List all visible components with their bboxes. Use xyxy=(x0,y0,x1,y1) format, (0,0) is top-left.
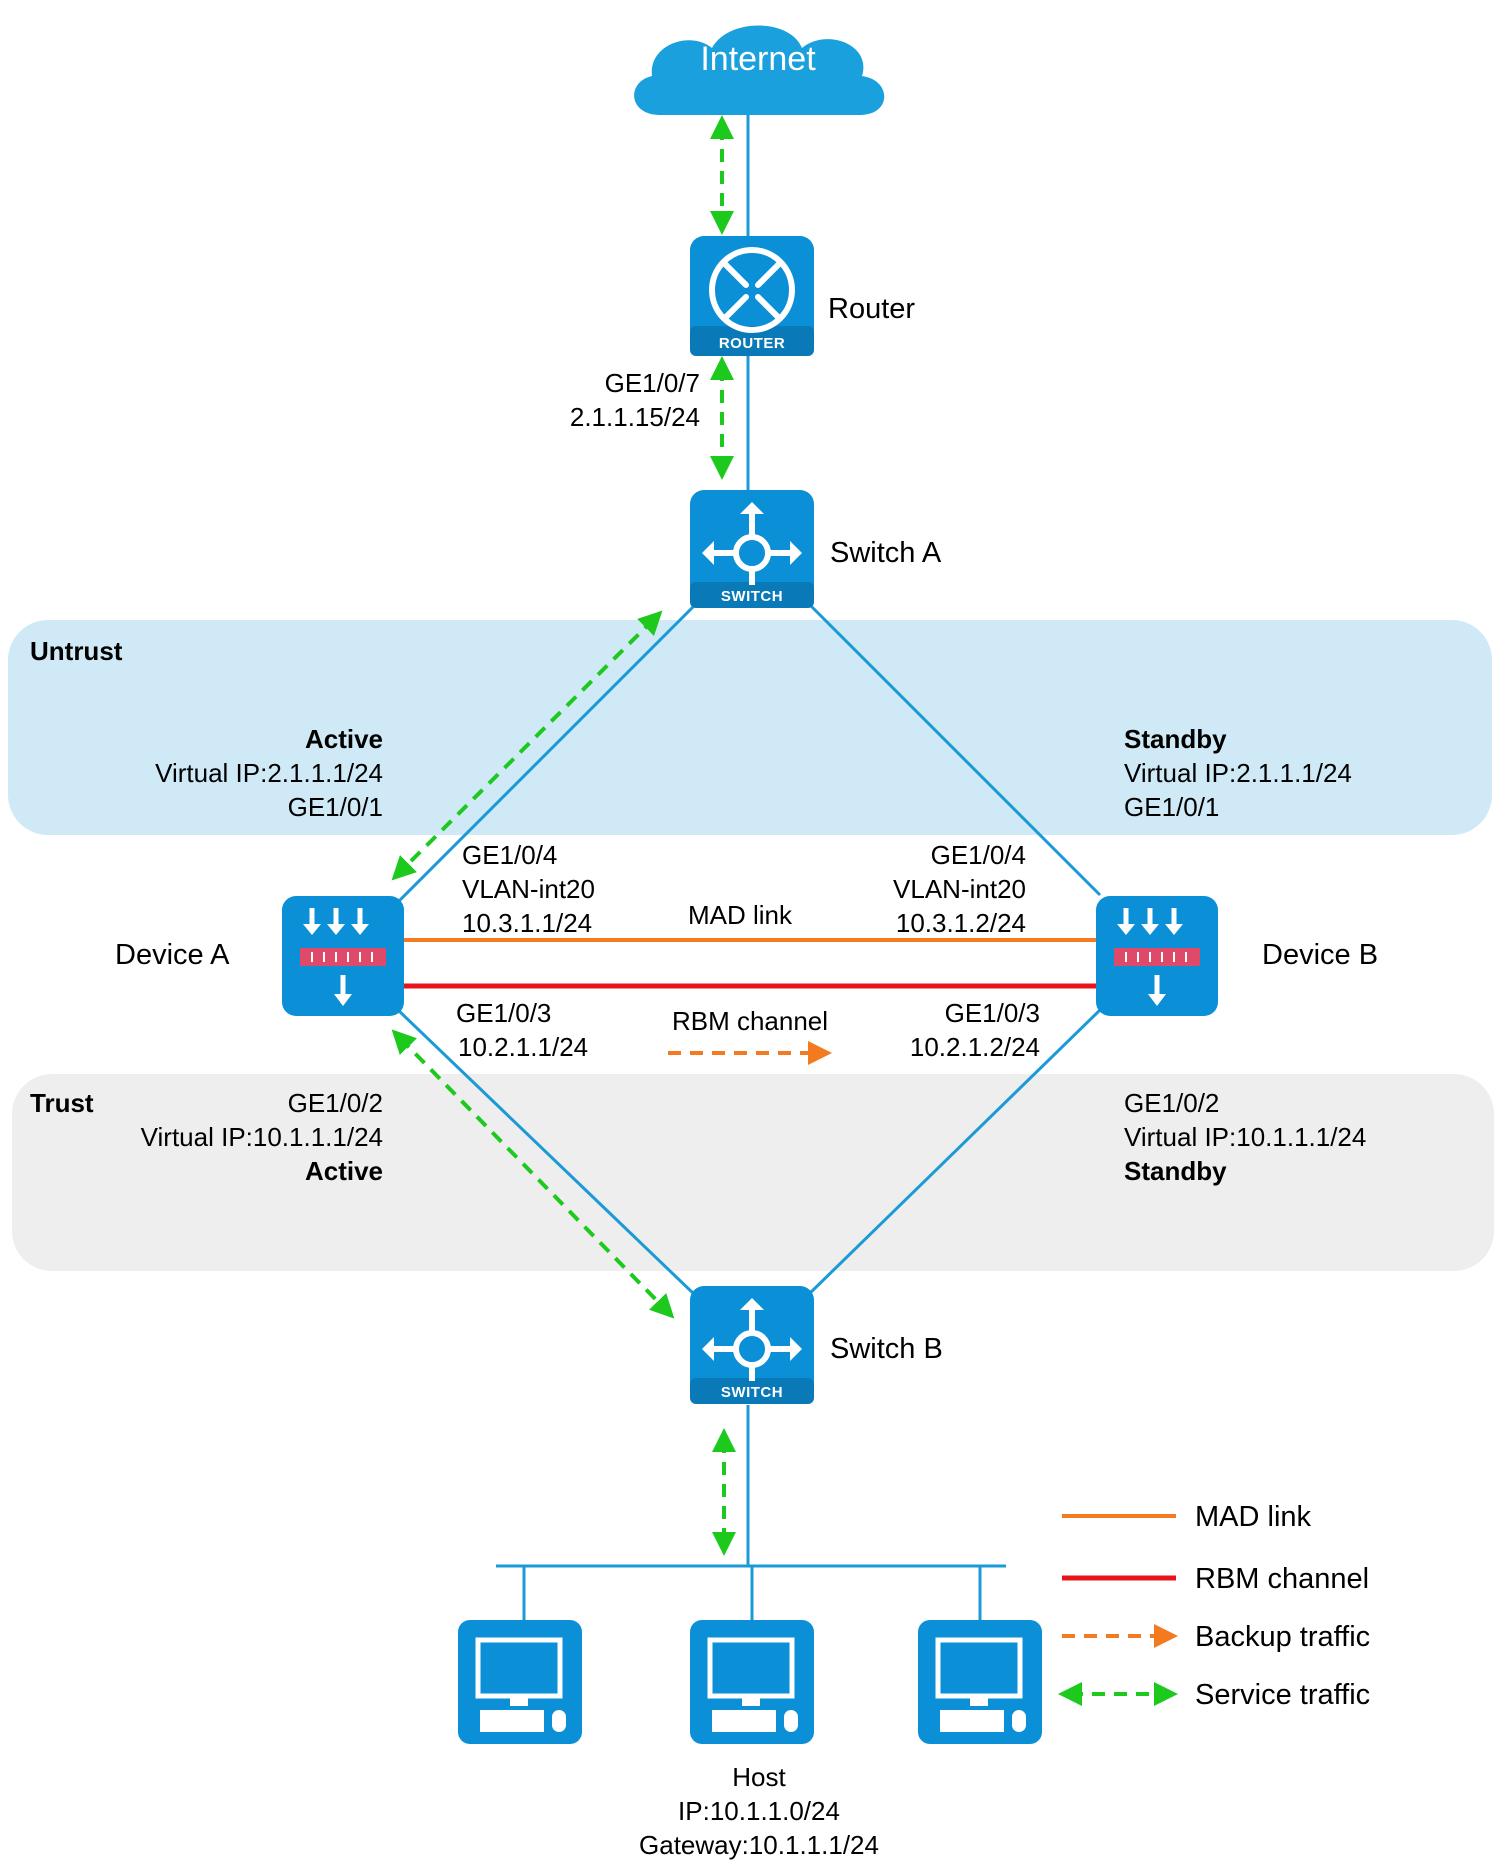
device-a-trust-role: Active xyxy=(305,1156,383,1186)
trust-zone-label: Trust xyxy=(30,1088,94,1118)
device-b-trust-role: Standby xyxy=(1124,1156,1227,1186)
device-a-trust-port: GE1/0/2 xyxy=(288,1088,383,1118)
rbm-channel-label: RBM channel xyxy=(672,1006,828,1036)
host-computer-2 xyxy=(690,1620,814,1744)
switch-a-device: SWITCH xyxy=(690,490,814,608)
service-arrow-switch-a-device-a xyxy=(391,610,663,881)
firewall-icon xyxy=(1114,948,1200,966)
mad-b-ip: 10.3.1.2/24 xyxy=(896,908,1026,938)
mad-a-vlan: VLAN-int20 xyxy=(462,874,595,904)
device-a-untrust-role: Active xyxy=(305,724,383,754)
router-label: Router xyxy=(828,293,915,325)
device-a-untrust-vip: Virtual IP:2.1.1.1/24 xyxy=(155,758,383,788)
switch-icon xyxy=(708,1304,796,1381)
rbm-a-port: GE1/0/3 xyxy=(456,998,551,1028)
rbm-b-ip: 10.2.1.2/24 xyxy=(910,1032,1040,1062)
host-computer-1 xyxy=(458,1620,582,1744)
switch-b-label: Switch B xyxy=(830,1333,943,1365)
legend-backup-label: Backup traffic xyxy=(1195,1621,1370,1653)
device-b-firewall xyxy=(1096,896,1218,1016)
cloud-icon xyxy=(634,25,885,115)
device-b-trust-port: GE1/0/2 xyxy=(1124,1088,1219,1118)
untrust-zone-label: Untrust xyxy=(30,636,123,666)
device-a-trust-vip: Virtual IP:10.1.1.1/24 xyxy=(141,1122,383,1152)
device-b-trust-vip: Virtual IP:10.1.1.1/24 xyxy=(1124,1122,1366,1152)
router-icon xyxy=(709,247,795,333)
legend-rbm-label: RBM channel xyxy=(1195,1563,1369,1595)
device-a-untrust-port: GE1/0/1 xyxy=(288,792,383,822)
device-b-untrust-port: GE1/0/1 xyxy=(1124,792,1219,822)
device-b-label: Device B xyxy=(1262,939,1378,971)
switch-a-label: Switch A xyxy=(830,537,942,569)
untrust-zone xyxy=(8,620,1492,835)
switch-icon xyxy=(708,508,796,585)
device-b-untrust-vip: Virtual IP:2.1.1.1/24 xyxy=(1124,758,1352,788)
link-switch-a-device-b xyxy=(803,598,1102,897)
router-badge: ROUTER xyxy=(719,335,785,352)
device-a-label: Device A xyxy=(115,939,230,971)
mad-b-port: GE1/0/4 xyxy=(931,840,1026,870)
host-ip: IP:10.1.1.0/24 xyxy=(678,1796,840,1826)
switch-b-badge: SWITCH xyxy=(721,1384,783,1401)
router-ip: 2.1.1.15/24 xyxy=(570,402,700,432)
host-computer-3 xyxy=(918,1620,1042,1744)
router-port: GE1/0/7 xyxy=(605,368,700,398)
mad-a-ip: 10.3.1.1/24 xyxy=(462,908,592,938)
trust-zone xyxy=(12,1074,1494,1271)
firewall-icon xyxy=(300,948,386,966)
rbm-b-port: GE1/0/3 xyxy=(945,998,1040,1028)
device-b-untrust-role: Standby xyxy=(1124,724,1227,754)
legend-mad-label: MAD link xyxy=(1195,1501,1312,1533)
host-gateway: Gateway:10.1.1.1/24 xyxy=(639,1830,879,1860)
service-arrow-device-a-switch-b xyxy=(391,1029,675,1319)
switch-a-badge: SWITCH xyxy=(721,588,783,605)
rbm-a-ip: 10.2.1.1/24 xyxy=(458,1032,588,1062)
legend: MAD link RBM channel Backup traffic Serv… xyxy=(1058,1501,1370,1711)
device-a-firewall xyxy=(282,896,404,1016)
service-traffic-arrows xyxy=(391,115,736,1556)
host-label: Host xyxy=(732,1762,786,1792)
mad-link-label: MAD link xyxy=(688,900,793,930)
internet-cloud: Internet xyxy=(634,25,885,115)
internet-label: Internet xyxy=(700,40,816,78)
switch-b-device: SWITCH xyxy=(690,1286,814,1404)
router-device: ROUTER xyxy=(690,236,814,356)
mad-b-vlan: VLAN-int20 xyxy=(893,874,1026,904)
mad-a-port: GE1/0/4 xyxy=(462,840,557,870)
legend-service-label: Service traffic xyxy=(1195,1679,1370,1711)
link-device-b-switch-b xyxy=(806,1008,1102,1297)
